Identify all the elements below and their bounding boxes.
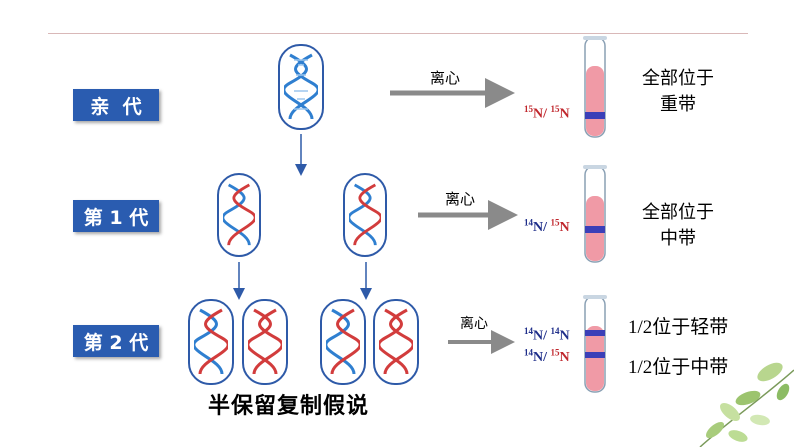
dna-helix-icon <box>194 308 228 375</box>
result-g0: 全部位于 重带 <box>642 68 714 115</box>
centrifuge-label-g1: 离心 <box>445 190 476 208</box>
test-tube-g2 <box>583 295 607 393</box>
nitrogen-label-g2-top: 14N/ 14N <box>524 326 570 344</box>
result-g1: 全部位于 中带 <box>642 202 714 249</box>
dna-helix-icon <box>349 183 381 246</box>
label-first-generation: 第 1 代 <box>73 200 159 232</box>
label-second-generation: 第 2 代 <box>73 325 159 357</box>
cell-parent <box>278 44 324 130</box>
nitrogen-label-g2-bottom: 14N/ 15N <box>524 347 570 365</box>
label-parent-generation: 亲 代 <box>73 89 159 121</box>
centrifuge-label-g2: 离心 <box>460 316 488 332</box>
centrifuge-label-g0: 离心 <box>430 69 461 87</box>
result-g2-top: 1/2位于轻带 <box>628 317 729 338</box>
dna-helix-icon <box>284 53 318 120</box>
cell-gen2-3 <box>320 299 366 385</box>
leaf-decoration <box>699 362 794 447</box>
top-divider <box>48 33 748 34</box>
cell-gen1-right <box>343 173 387 257</box>
hypothesis-caption: 半保留复制假说 <box>208 394 370 419</box>
cell-gen2-1 <box>188 299 234 385</box>
band-light <box>585 330 605 336</box>
cell-gen1-left <box>217 173 261 257</box>
cell-gen2-4 <box>373 299 419 385</box>
dna-helix-icon <box>379 308 413 375</box>
test-tube-g1 <box>583 165 607 263</box>
band-middle <box>585 352 605 358</box>
cell-gen2-2 <box>242 299 288 385</box>
result-g2-bottom: 1/2位于中带 <box>628 357 729 378</box>
test-tube-g0 <box>583 36 607 138</box>
dna-helix-icon <box>223 183 255 246</box>
dna-helix-icon <box>326 308 360 375</box>
band-middle <box>585 226 605 233</box>
nitrogen-label-g0: 15N/ 15N <box>524 104 570 122</box>
nitrogen-label-g1: 14N/ 15N <box>524 217 570 235</box>
band-heavy <box>585 112 605 119</box>
dna-helix-icon <box>248 308 282 375</box>
